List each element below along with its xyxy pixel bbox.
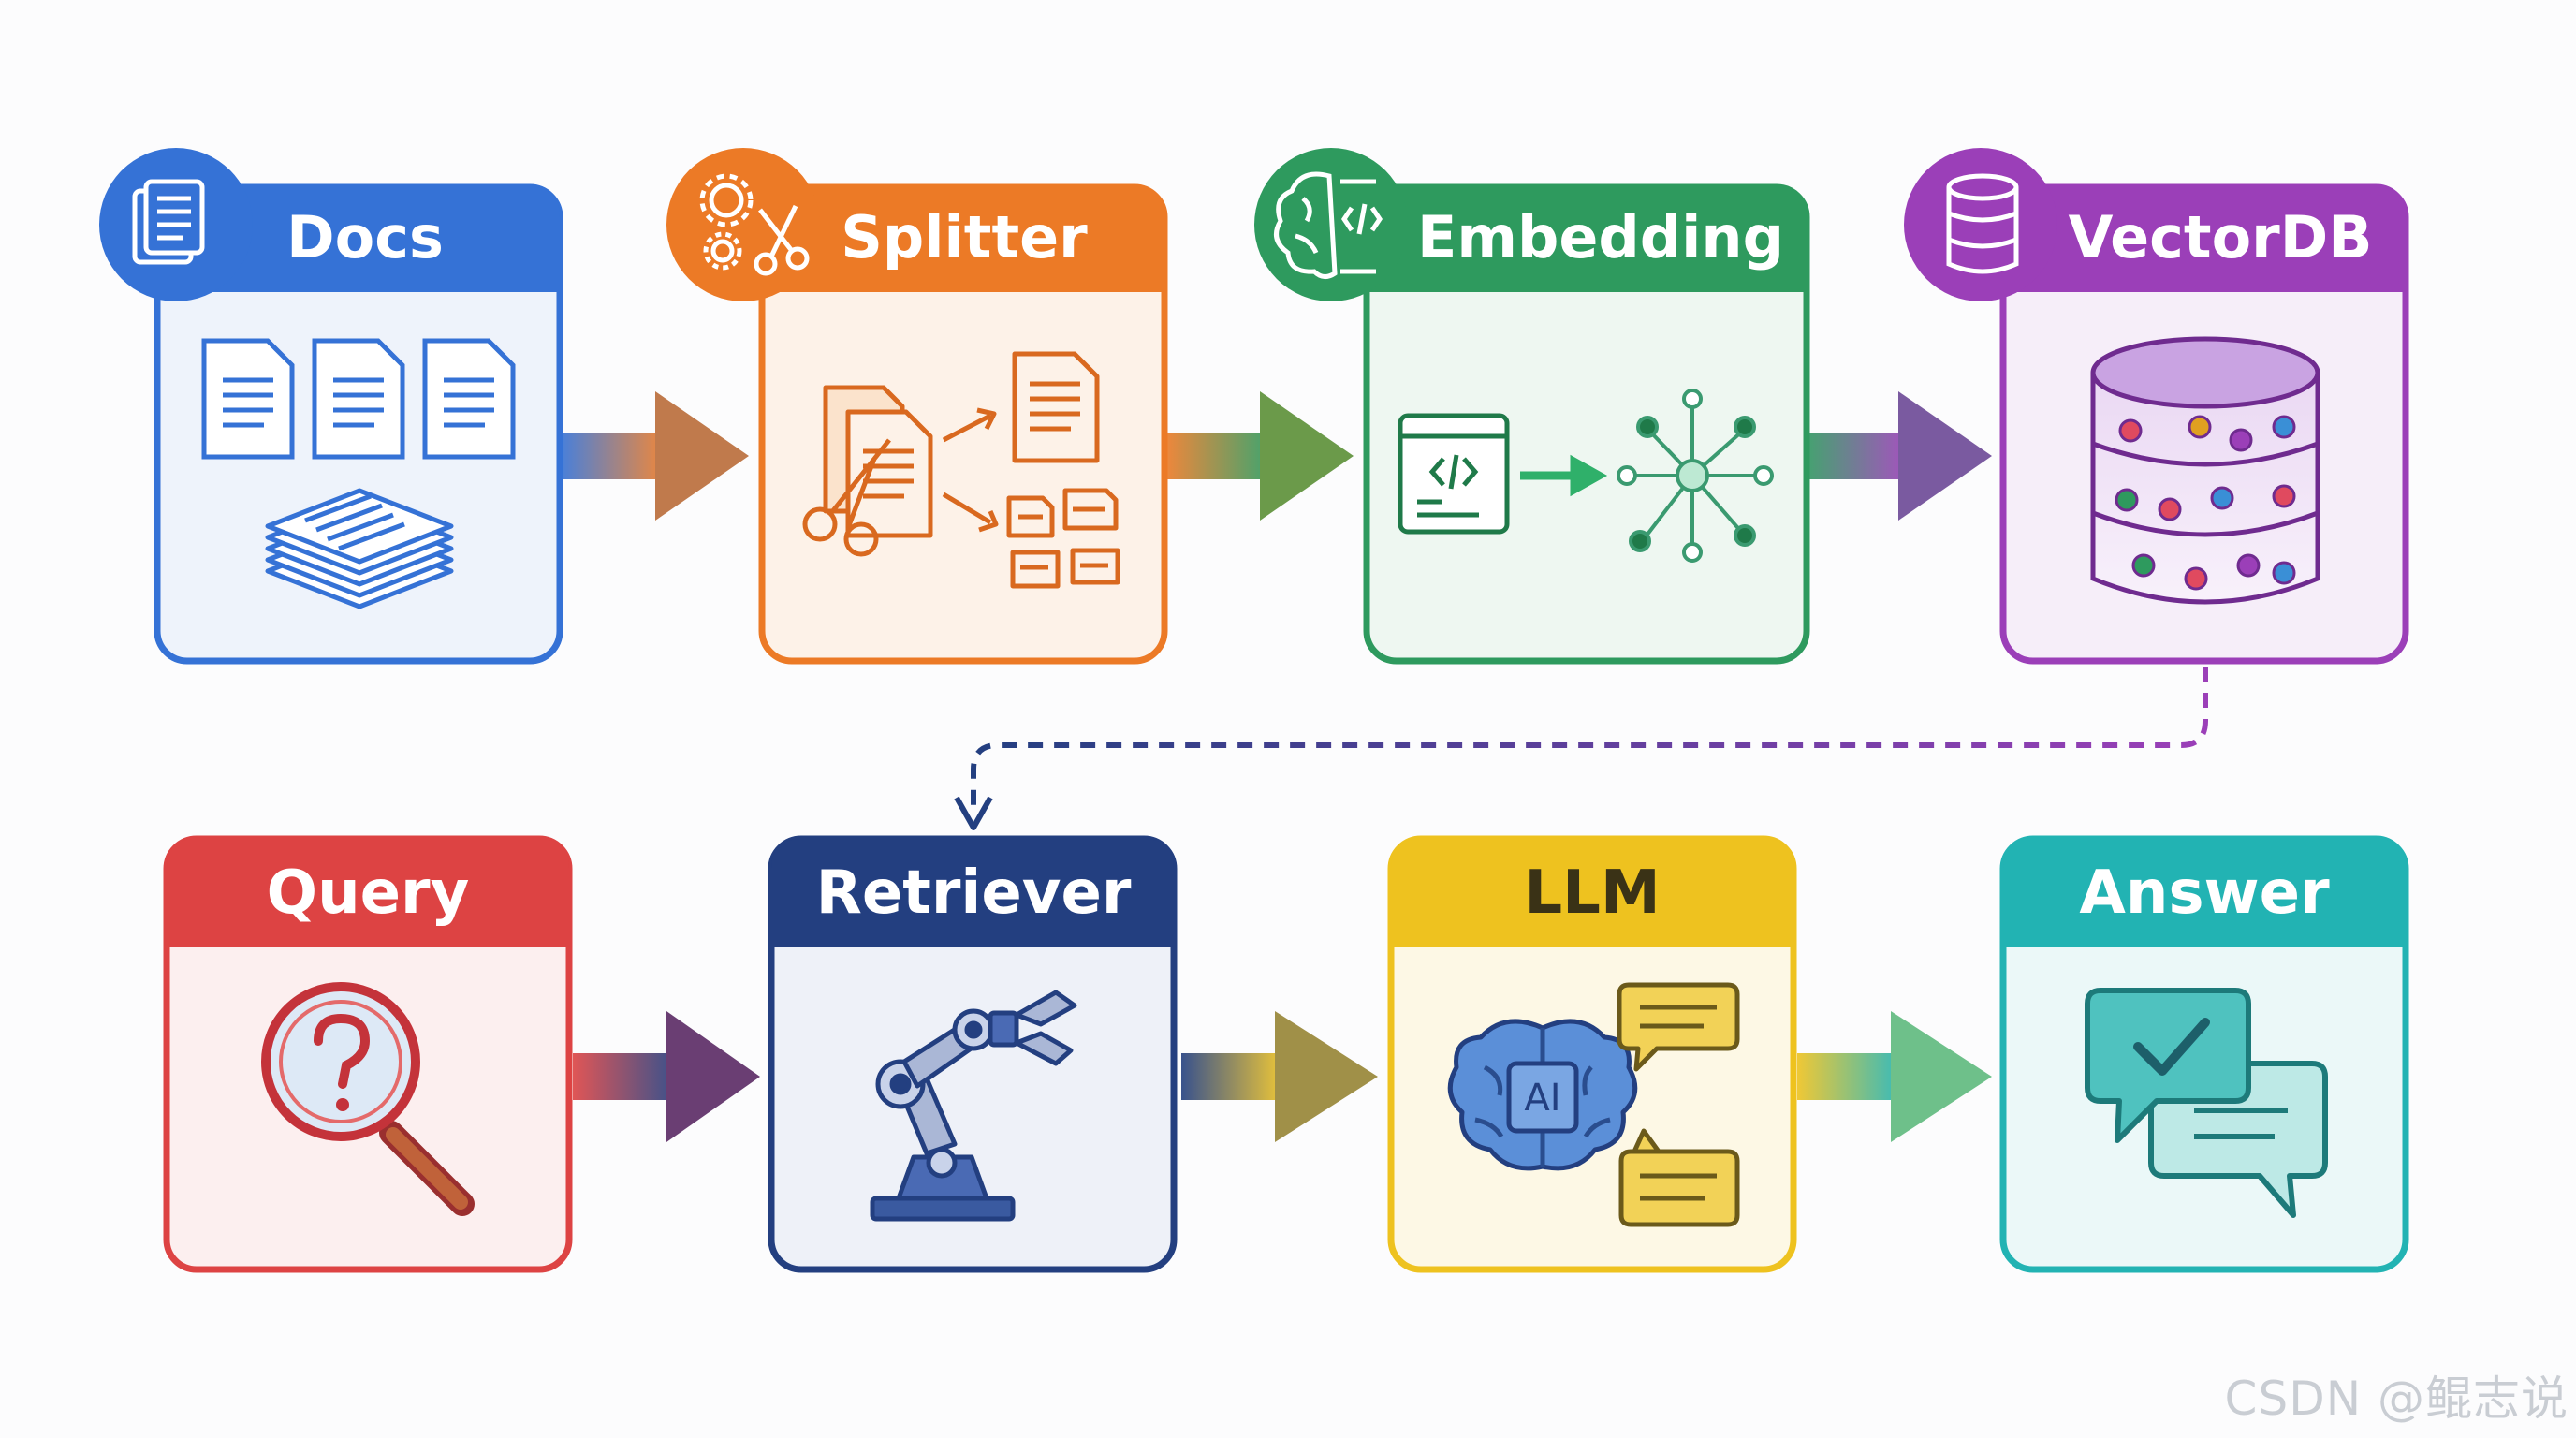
stage-card-query: Query <box>163 835 573 1273</box>
split-document-illustration <box>802 351 1120 589</box>
stage-card-splitter: Splitter <box>666 148 1168 665</box>
magnifier-question-icon <box>261 982 475 1216</box>
arrow-splitter-to-embedding <box>1166 391 1354 521</box>
stage-title-retriever: Retriever <box>816 858 1132 928</box>
stage-title-answer: Answer <box>2079 858 2330 928</box>
answer-chat-icon <box>2085 988 2328 1218</box>
stage-title-query: Query <box>267 858 470 928</box>
robot-arm-icon <box>870 990 1077 1222</box>
database-icon <box>1946 173 2019 274</box>
document-files-illustration <box>201 338 516 460</box>
watermark: CSDN @鲲志说 <box>2224 1372 2569 1426</box>
stage-title-docs: Docs <box>286 203 444 271</box>
stage-card-llm: LLM AI <box>1387 835 1797 1273</box>
stage-card-answer: Answer <box>1999 835 2409 1273</box>
stage-title-splitter: Splitter <box>841 203 1088 271</box>
gears-scissors-icon <box>699 173 810 276</box>
stage-card-docs: Docs <box>99 148 564 665</box>
arrow-llm-to-answer <box>1797 1011 1992 1142</box>
arrow-query-to-retriever <box>573 1011 760 1142</box>
documents-icon <box>132 179 205 265</box>
vector-network-illustration <box>1617 389 1774 563</box>
stage-title-vectordb: VectorDB <box>2069 203 2373 271</box>
dashed-connector-vectordb-to-retriever <box>954 667 2208 830</box>
stage-card-embedding: Embedding <box>1254 148 1810 665</box>
stage-card-vectordb: VectorDB <box>1904 148 2409 665</box>
ai-brain-icon: AI <box>1447 1019 1638 1171</box>
chat-bubbles-icon <box>1617 982 1740 1227</box>
stage-title-llm: LLM <box>1524 858 1660 928</box>
ai-chip-label: AI <box>1524 1077 1560 1120</box>
brain-code-icon <box>1274 171 1383 279</box>
code-to-vector-illustration <box>1398 413 1608 535</box>
arrow-embedding-to-vectordb <box>1805 391 1992 521</box>
arrow-docs-to-splitter <box>562 391 749 521</box>
arrow-retriever-to-llm <box>1181 1011 1378 1142</box>
vector-database-illustration <box>2090 336 2320 605</box>
stage-card-retriever: Retriever <box>768 835 1178 1273</box>
paper-stack-illustration <box>265 488 454 609</box>
stage-title-embedding: Embedding <box>1417 203 1784 271</box>
